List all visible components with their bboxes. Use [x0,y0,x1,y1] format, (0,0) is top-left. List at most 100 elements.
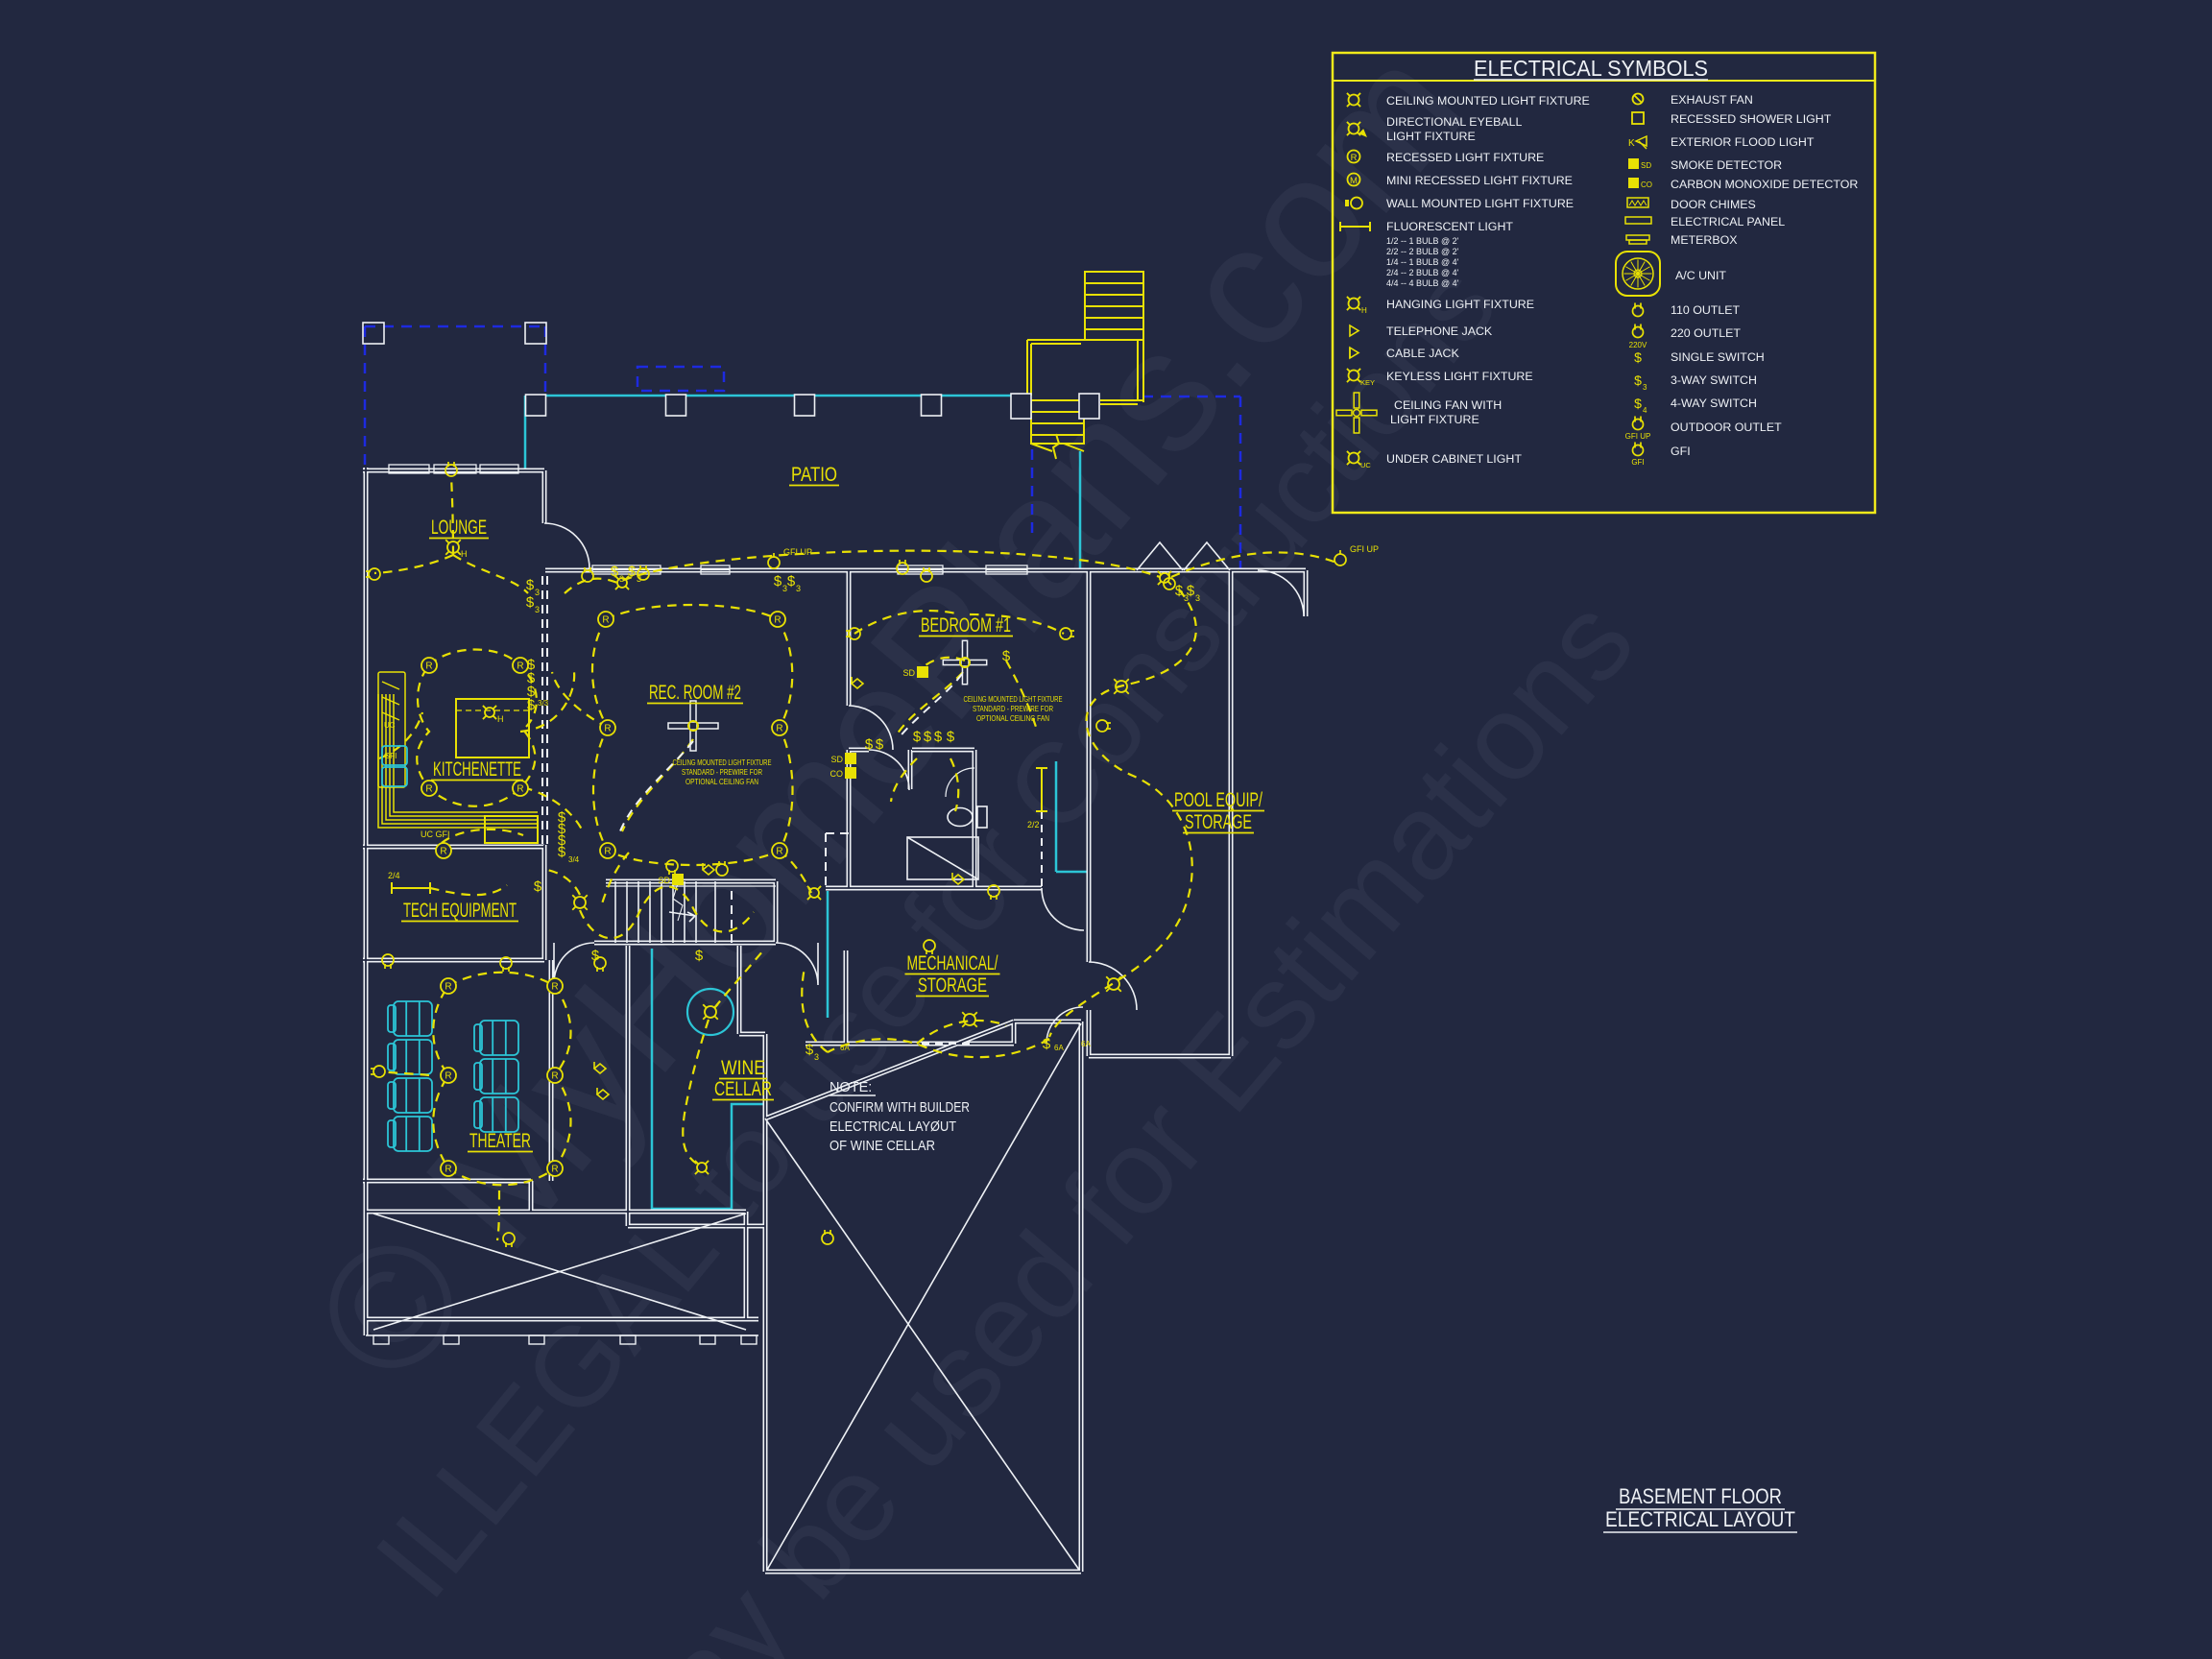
svg-text:ELECTRICAL SYMBOLS: ELECTRICAL SYMBOLS [1474,56,1708,81]
svg-text:3: 3 [535,588,540,597]
svg-text:R: R [551,1165,558,1175]
svg-text:R: R [551,1071,558,1082]
svg-text:DOOR CHIMES: DOOR CHIMES [1671,198,1756,211]
svg-text:R: R [445,1165,451,1175]
svg-text:$: $ [947,729,955,745]
svg-text:$: $ [558,832,566,849]
svg-text:3: 3 [1643,383,1647,392]
svg-text:HANGING LIGHT FIXTURE: HANGING LIGHT FIXTURE [1386,298,1534,311]
svg-text:POOL EQUIP/: POOL EQUIP/ [1174,789,1262,811]
svg-text:4: 4 [1643,406,1647,415]
svg-text:OF WINE CELLAR: OF WINE CELLAR [830,1139,935,1154]
svg-text:$: $ [1187,583,1195,599]
svg-text:R: R [445,982,451,993]
svg-text:$: $ [1002,648,1011,664]
svg-text:RECESSED SHOWER LIGHT: RECESSED SHOWER LIGHT [1671,112,1832,126]
svg-text:UC GFI: UC GFI [421,830,450,839]
svg-text:220V: 220V [1629,341,1647,349]
svg-text:STORAGE: STORAGE [918,974,987,997]
svg-text:$: $ [527,657,536,673]
svg-text:R: R [425,661,432,672]
svg-text:MINI RECESSED LIGHT FIXTURE: MINI RECESSED LIGHT FIXTURE [1386,174,1573,187]
svg-text:OPTIONAL CEILING FAN: OPTIONAL CEILING FAN [685,778,758,786]
svg-text:3: 3 [814,1052,819,1062]
svg-text:110 OUTLET: 110 OUTLET [1671,303,1741,317]
svg-text:RECESSED LIGHT FIXTURE: RECESSED LIGHT FIXTURE [1386,151,1544,164]
svg-text:$: $ [934,729,943,745]
svg-text:$: $ [865,736,874,753]
svg-text:GFI UP: GFI UP [1625,432,1651,441]
svg-text:UC: UC [384,721,396,730]
svg-text:WALL MOUNTED LIGHT FIXTURE: WALL MOUNTED LIGHT FIXTURE [1386,197,1574,210]
svg-text:WINE: WINE [721,1057,765,1079]
svg-text:CEILING MOUNTED LIGHT FIXTURE: CEILING MOUNTED LIGHT FIXTURE [964,695,1063,704]
svg-text:DIRECTIONAL EYEBALL: DIRECTIONAL EYEBALL [1386,115,1522,129]
svg-text:$: $ [695,948,704,964]
svg-text:3: 3 [619,574,624,584]
svg-text:LOUNGE: LOUNGE [431,517,487,539]
svg-text:GFI UP: GFI UP [1350,544,1379,554]
svg-text:STANDARD - PREWIRE FOR: STANDARD - PREWIRE FOR [973,705,1053,713]
svg-text:REC. ROOM #2: REC. ROOM #2 [649,682,741,704]
svg-text:GFI UP: GFI UP [783,547,812,557]
svg-text:$: $ [611,564,619,580]
svg-text:R: R [551,982,558,993]
svg-text:CO: CO [1641,180,1652,189]
svg-text:UC: UC [1360,461,1371,469]
svg-text:$: $ [774,573,782,589]
svg-text:3: 3 [796,584,801,593]
svg-text:R: R [604,724,611,734]
svg-text:R: R [602,615,609,626]
svg-text:LIGHT FIXTURE: LIGHT FIXTURE [1390,413,1479,426]
svg-text:2/4: 2/4 [388,871,400,880]
svg-text:THEATER: THEATER [469,1130,531,1152]
svg-text:OPTIONAL CEILING FAN: OPTIONAL CEILING FAN [976,714,1049,723]
svg-text:$: $ [913,729,922,745]
svg-text:A/C UNIT: A/C UNIT [1675,269,1726,282]
svg-text:M: M [1350,176,1358,186]
svg-text:3: 3 [1184,593,1189,603]
svg-text:H: H [1361,306,1367,315]
svg-text:1/4 -- 1 BULB @ 4': 1/4 -- 1 BULB @ 4' [1386,257,1459,267]
svg-text:STORAGE: STORAGE [1185,811,1252,833]
svg-text:$: $ [787,573,796,589]
svg-text:STANDARD - PREWIRE FOR: STANDARD - PREWIRE FOR [682,768,762,777]
svg-text:R: R [776,847,782,857]
svg-text:R: R [604,847,611,857]
svg-text:ELECTRICAL LAYØUT: ELECTRICAL LAYØUT [830,1119,956,1135]
svg-text:CONFIRM WITH BUILDER: CONFIRM WITH BUILDER [830,1100,970,1116]
svg-text:CELLAR: CELLAR [714,1078,772,1100]
svg-text:GFI: GFI [1671,445,1691,458]
svg-text:3: 3 [782,584,787,593]
svg-text:KEYLESS LIGHT FIXTURE: KEYLESS LIGHT FIXTURE [1386,370,1533,383]
svg-text:$: $ [805,1042,814,1058]
svg-text:H: H [497,714,504,724]
svg-text:$: $ [526,577,535,593]
svg-text:$: $ [1634,349,1642,365]
svg-text:$: $ [558,844,566,860]
svg-text:R: R [776,724,782,734]
svg-text:MECHANICAL/: MECHANICAL/ [907,952,998,974]
svg-text:SD: SD [658,876,670,885]
svg-text:$: $ [527,697,536,713]
svg-text:3: 3 [1195,593,1200,603]
svg-text:ELECTRICAL PANEL: ELECTRICAL PANEL [1671,215,1785,228]
svg-text:R: R [517,784,523,795]
svg-text:$: $ [1175,583,1184,599]
svg-text:PATIO: PATIO [791,464,837,486]
svg-text:$: $ [628,564,637,580]
svg-text:3: 3 [535,605,540,614]
svg-text:SD: SD [830,755,843,764]
svg-text:KEY: KEY [1360,378,1375,387]
svg-text:SMOKE DETECTOR: SMOKE DETECTOR [1671,158,1782,172]
svg-text:EXTERIOR FLOOD LIGHT: EXTERIOR FLOOD LIGHT [1671,135,1815,149]
svg-text:$: $ [527,670,536,686]
svg-text:1/2 -- 1 BULB @ 2': 1/2 -- 1 BULB @ 2' [1386,236,1459,246]
svg-text:EXHAUST FAN: EXHAUST FAN [1671,93,1753,107]
svg-text:GFI: GFI [1631,458,1644,467]
svg-text:$: $ [534,878,542,895]
svg-text:LIGHT FIXTURE: LIGHT FIXTURE [1386,130,1476,143]
svg-text:3: 3 [637,574,641,584]
svg-text:R: R [440,847,446,857]
svg-text:ELECTRICAL LAYOUT: ELECTRICAL LAYOUT [1605,1507,1795,1531]
